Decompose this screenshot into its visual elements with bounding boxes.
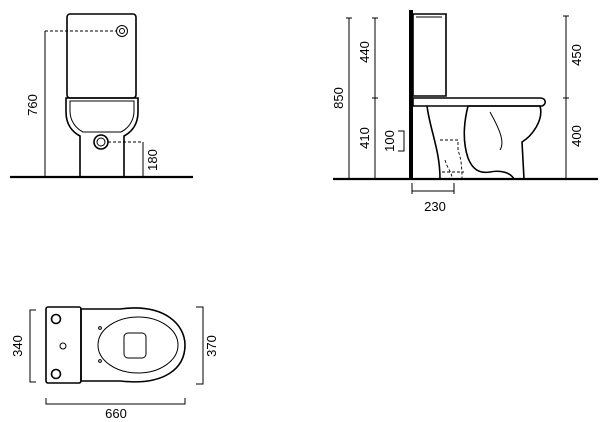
side-dim-100-label: 100 [382, 130, 397, 152]
side-dim-230-label: 230 [424, 199, 446, 214]
top-dim-370-bracket [196, 306, 204, 385]
top-dim-340-label: 340 [10, 335, 25, 357]
side-bowl [426, 105, 542, 180]
top-bowl [80, 307, 186, 383]
top-seat [97, 316, 179, 374]
water-inlet-icon [93, 134, 109, 150]
top-hinge-dot-top [98, 326, 102, 330]
top-view: 340 370 660 [10, 306, 219, 421]
top-fixing-icon-bottom [50, 368, 62, 380]
water-inlet-inner [96, 137, 106, 147]
top-drain [123, 332, 147, 359]
front-dim-180-label: 180 [145, 149, 160, 171]
top-inlet-icon [59, 342, 67, 350]
front-bowl [65, 97, 139, 178]
top-dim-370-label: 370 [204, 335, 219, 357]
side-seat [412, 97, 546, 107]
side-trap-outline [440, 139, 463, 180]
side-dim-100-bracket [398, 130, 405, 152]
side-dim-450-label: 450 [569, 44, 584, 66]
front-seat [69, 100, 135, 133]
flush-button-icon [116, 25, 128, 37]
flush-button-inner [119, 28, 125, 34]
side-bowl-inner [489, 111, 503, 151]
top-dim-660-label: 660 [105, 406, 127, 421]
top-hinge-dot-bottom [98, 359, 102, 363]
side-dim-410-label: 410 [357, 127, 372, 149]
side-view: 850 440 410 100 450 400 230 [331, 10, 598, 214]
top-dim-340-bracket [29, 309, 36, 383]
top-dim-660-bracket [45, 398, 186, 405]
side-dim-400-label: 400 [569, 125, 584, 147]
side-dim-850-label: 850 [331, 87, 346, 109]
top-fixing-icon-top [50, 313, 62, 325]
front-dim-760-label: 760 [25, 94, 40, 116]
side-cistern [412, 13, 447, 97]
side-dim-440-label: 440 [357, 41, 372, 63]
front-view: 760 180 [10, 13, 193, 179]
